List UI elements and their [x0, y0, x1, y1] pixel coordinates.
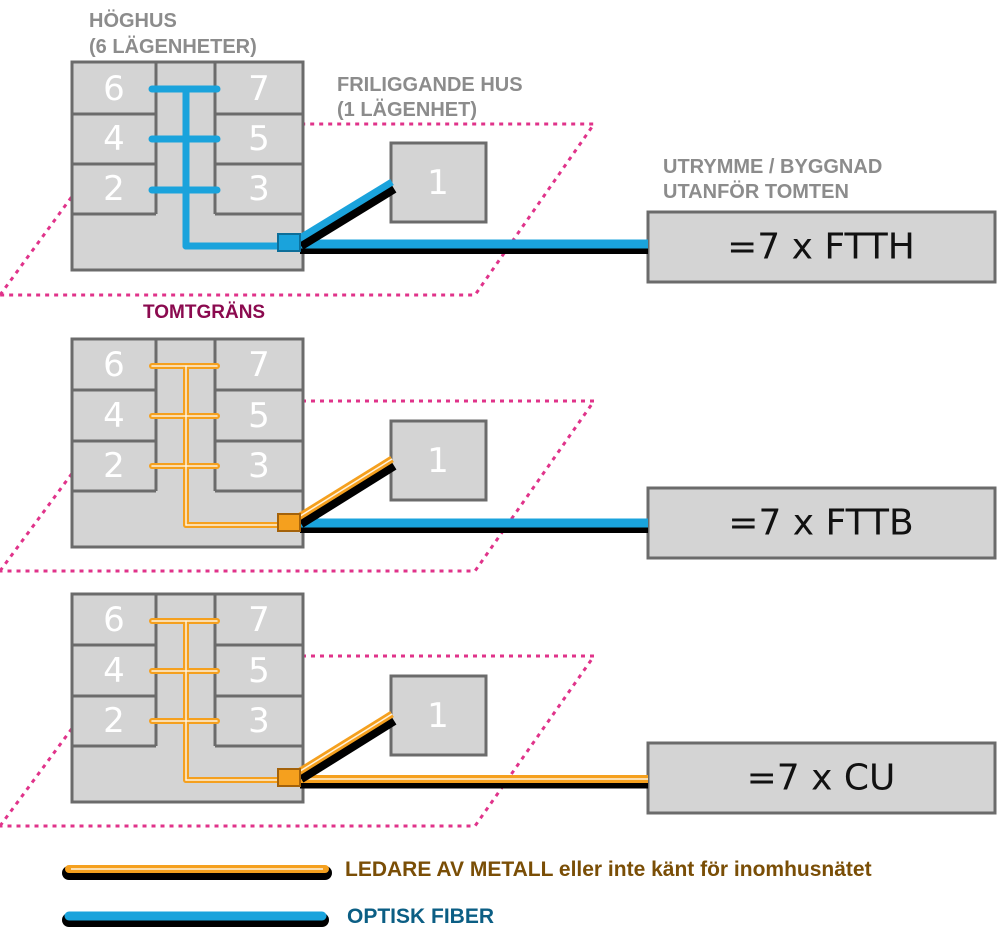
apartment-number: 7 — [248, 345, 270, 385]
label-hoghus: HÖGHUS — [89, 9, 177, 32]
house-number: 1 — [427, 163, 449, 203]
label-friliggande-count: (1 LÄGENHET) — [337, 98, 477, 121]
result-text: =7 x CU — [747, 758, 896, 799]
apartment-number: 7 — [248, 600, 270, 640]
label-utrymme: UTRYMME / BYGGNAD — [663, 156, 882, 178]
label-hoghus-count: (6 LÄGENHETER) — [89, 35, 257, 58]
apartment-number: 3 — [248, 169, 270, 209]
distribution-box — [277, 513, 301, 532]
house-metal-cable — [295, 711, 397, 783]
label-tomtgrans: TOMTGRÄNS — [143, 302, 265, 323]
house-metal-cable — [295, 456, 397, 528]
distribution-box — [277, 233, 301, 252]
legend-fiber-label: OPTISK FIBER — [347, 905, 494, 928]
result-text: =7 x FTTH — [727, 227, 915, 268]
inhouse-metal-riser — [149, 363, 288, 528]
feeder-fiber-cable — [300, 239, 648, 254]
apartment-number: 6 — [103, 345, 125, 385]
house-fiber-cable — [295, 179, 397, 250]
inhouse-metal-riser — [149, 618, 288, 783]
apartment-number: 6 — [103, 69, 125, 109]
feeder-metal-cable — [300, 775, 648, 789]
detached-house — [389, 419, 488, 502]
result-text: =7 x FTTB — [728, 503, 913, 544]
label-utanfor-tomten: UTANFÖR TOMTEN — [663, 180, 849, 203]
legend-metal-label: LEDARE AV METALL eller inte känt för ino… — [345, 858, 872, 881]
detached-house — [389, 141, 488, 224]
apartment-number: 4 — [103, 119, 125, 159]
apartment-number: 5 — [248, 651, 270, 691]
legend-metal-swatch — [62, 865, 332, 880]
inhouse-fiber-riser — [148, 85, 289, 250]
scenario-fttb: 6 7 4 5 2 3 1 =7 x FTTB — [0, 337, 997, 573]
property-boundary — [0, 399, 597, 573]
result-box — [646, 741, 997, 815]
apartment-number: 2 — [103, 701, 125, 741]
result-box — [646, 210, 997, 284]
legend-fiber-swatch — [62, 911, 329, 927]
apartment-number: 5 — [248, 119, 270, 159]
house-number: 1 — [427, 696, 449, 736]
apartment-number: 6 — [103, 600, 125, 640]
label-friliggande: FRILIGGANDE HUS — [337, 74, 523, 96]
apartment-number: 7 — [248, 69, 270, 109]
feeder-fiber-cable — [300, 518, 648, 533]
apartment-number: 2 — [103, 169, 125, 209]
apartment-number: 4 — [103, 396, 125, 436]
house-number: 1 — [427, 441, 449, 481]
scenario-cu: 6 7 4 5 2 3 1 =7 x CU — [0, 592, 997, 828]
legend: LEDARE AV METALL eller inte känt för ino… — [62, 858, 872, 928]
property-boundary — [0, 654, 597, 828]
apartment-number: 5 — [248, 396, 270, 436]
apartment-number: 3 — [248, 701, 270, 741]
apartment-number: 3 — [248, 446, 270, 486]
distribution-box — [277, 768, 301, 787]
apartment-number: 2 — [103, 446, 125, 486]
scenario-ftth: 6 7 4 5 2 3 1 =7 x FTTH — [0, 60, 997, 297]
detached-house — [389, 674, 488, 757]
result-box — [646, 486, 997, 560]
apartment-number: 4 — [103, 651, 125, 691]
